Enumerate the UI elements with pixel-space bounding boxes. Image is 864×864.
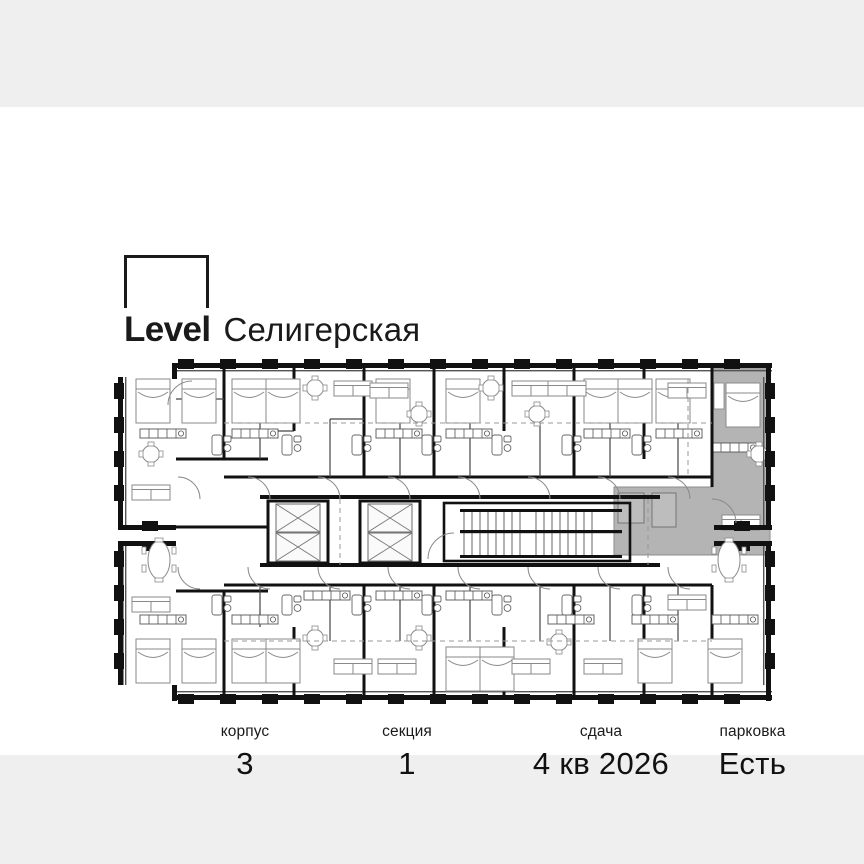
floor-plan-drawing[interactable] (108, 359, 780, 721)
stat-sektsiya-label: секция (382, 723, 432, 740)
corridor-dashed (224, 379, 712, 642)
stat-parkovka-label: парковка (719, 723, 786, 740)
stat-parkovka: парковка Есть (680, 724, 825, 779)
stat-parkovka-value: Есть (718, 745, 787, 781)
level-logo-icon (124, 255, 209, 308)
bottom-row-bathrooms (211, 594, 652, 616)
stat-sdacha: сдача 4 кв 2026 (511, 724, 691, 779)
elevator-bank-right (358, 499, 422, 565)
stat-sdacha-value: 4 кв 2026 (532, 745, 670, 781)
mid-side-units (120, 537, 747, 685)
stat-sektsiya-value: 1 (398, 745, 416, 781)
staircase (442, 501, 632, 563)
stat-korpus: корпус 3 (190, 724, 300, 779)
stat-sektsiya: секция 1 (352, 724, 462, 779)
building-core (260, 495, 660, 567)
brand-header: Level Селигерская (124, 255, 420, 347)
stat-sdacha-label: сдача (579, 723, 623, 740)
stat-korpus-value: 3 (236, 745, 254, 781)
door-swings (167, 380, 737, 590)
stat-korpus-label: корпус (220, 723, 270, 740)
brand-text-row: Level Селигерская (124, 312, 420, 347)
elevator-bank-left (266, 499, 330, 565)
property-stats: корпус 3 секция 1 сдача 4 кв 2026 парков… (115, 724, 786, 784)
listing-card: Level Селигерская (0, 107, 864, 779)
project-name-text: Селигерская (223, 311, 421, 348)
brand-level-text: Level (124, 310, 211, 349)
floor-plan[interactable] (108, 359, 780, 721)
